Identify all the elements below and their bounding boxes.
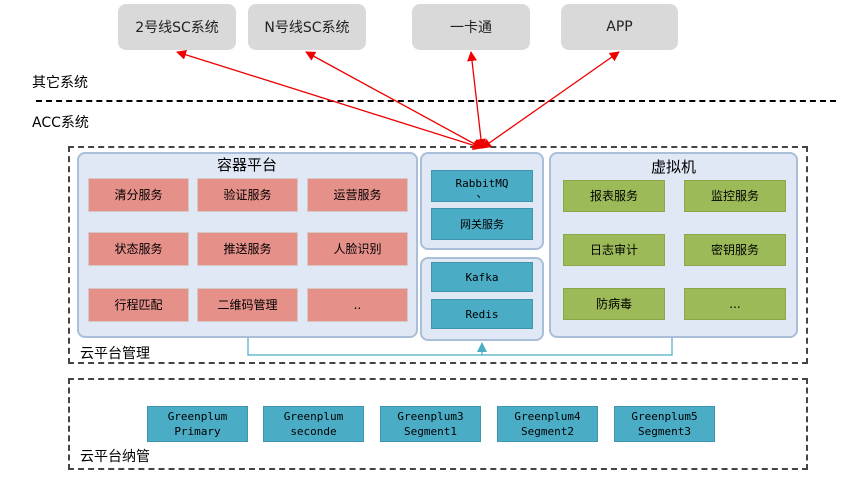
external-system-linen-sc: N号线SC系统 [248, 4, 366, 50]
rabbitmq-box: RabbitMQ 、 [431, 170, 533, 202]
greenplum-node: Greenplum4 Segment2 [497, 406, 598, 442]
acc-system-label: ACC系统 [32, 115, 89, 131]
service-box: 推送服务 [197, 232, 298, 266]
external-system-app: APP [561, 4, 678, 50]
vm-service-box: 报表服务 [563, 180, 665, 212]
cloud-management-label: 云平台管理 [80, 346, 150, 362]
kafka-box: Kafka [431, 262, 533, 292]
arrow-linen-to-gateway [305, 51, 483, 149]
external-system-line2-sc: 2号线SC系统 [118, 4, 236, 50]
rabbitmq-dot: 、 [476, 186, 488, 200]
redis-box: Redis [431, 299, 533, 329]
greenplum-node: Greenplum5 Segment3 [614, 406, 715, 442]
service-box: 二维码管理 [197, 288, 298, 322]
service-box: 验证服务 [197, 178, 298, 212]
vm-service-box: ... [684, 288, 786, 320]
gateway-service-box: 网关服务 [431, 208, 533, 240]
arrow-app-to-gateway [481, 51, 620, 149]
other-systems-label: 其它系统 [32, 75, 88, 91]
arrow-card-to-gateway [467, 51, 486, 149]
cloud-hosting-label: 云平台纳管 [80, 449, 150, 465]
greenplum-node: Greenplum Primary [147, 406, 248, 442]
service-box: 行程匹配 [88, 288, 189, 322]
arrow-line2-to-gateway [176, 49, 483, 151]
vm-service-box: 监控服务 [684, 180, 786, 212]
cloud-hosting-region [68, 378, 808, 470]
vm-service-box: 日志审计 [563, 234, 665, 266]
service-box: 清分服务 [88, 178, 189, 212]
virtual-machine-title: 虚拟机 [651, 158, 697, 176]
service-box: 运营服务 [307, 178, 408, 212]
service-box: 人脸识别 [307, 232, 408, 266]
rabbitmq-label: RabbitMQ [455, 176, 509, 190]
service-box: .. [307, 288, 408, 322]
connector-bus-line [247, 338, 673, 356]
greenplum-node: Greenplum3 Segment1 [380, 406, 481, 442]
external-system-card: 一卡通 [412, 4, 530, 50]
greenplum-node: Greenplum seconde [263, 406, 364, 442]
container-platform-title: 容器平台 [217, 156, 278, 174]
service-box: 状态服务 [88, 232, 189, 266]
vm-service-box: 防病毒 [563, 288, 665, 320]
vm-service-box: 密钥服务 [684, 234, 786, 266]
